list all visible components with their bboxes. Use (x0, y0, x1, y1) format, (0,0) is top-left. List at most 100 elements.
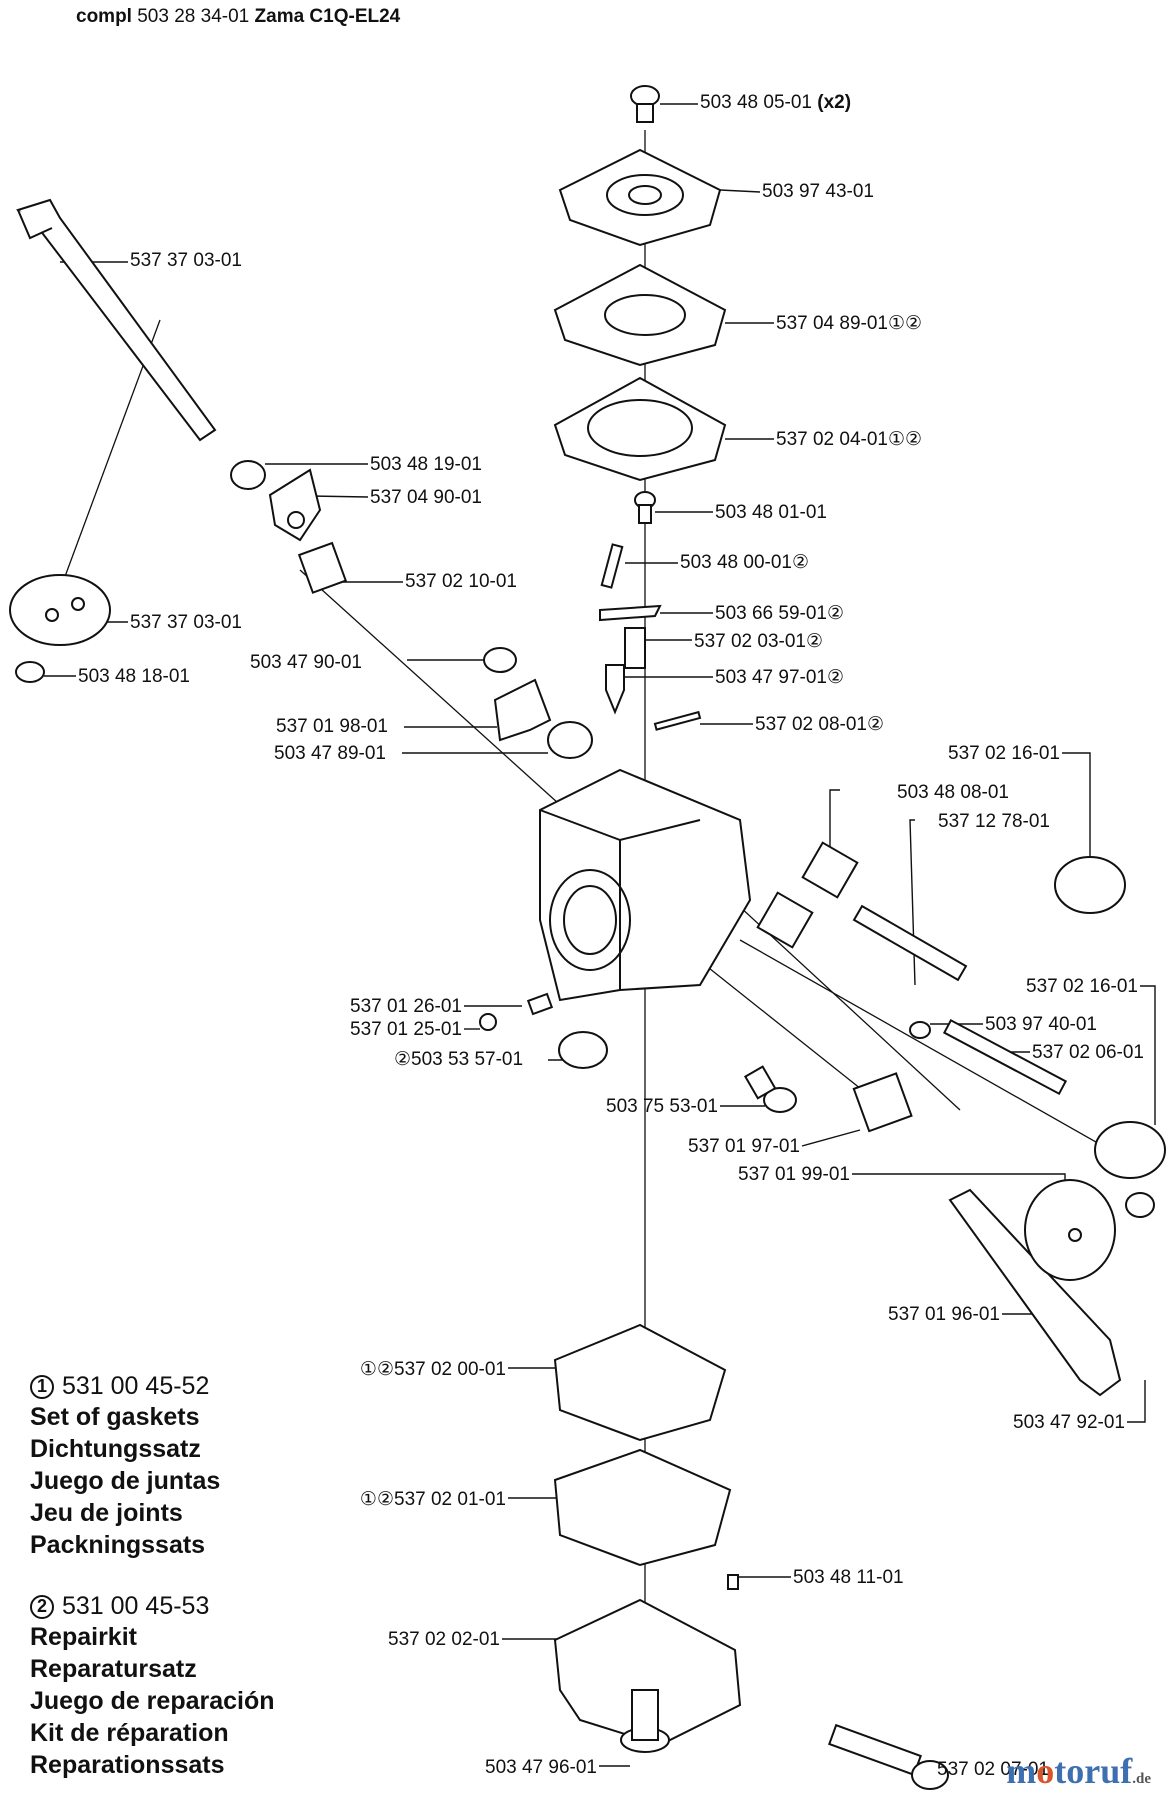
part-number-label: 503 97 40-01 (985, 1014, 1097, 1035)
part-number-label: 503 48 00-01② (680, 552, 809, 573)
part-number: 537 02 08-01 (755, 714, 867, 735)
spring-mid-icon (852, 1072, 913, 1133)
part-number: 537 01 99-01 (738, 1164, 850, 1185)
oring-icon (909, 1021, 931, 1039)
part-number: 537 01 97-01 (688, 1136, 800, 1157)
part-number: 537 01 96-01 (888, 1304, 1000, 1325)
leader-line (719, 189, 761, 193)
part-number-label: 537 02 04-01①② (776, 429, 922, 450)
part-number-label: 537 01 97-01 (688, 1136, 800, 1157)
part-number-label: 537 37 03-01 (130, 250, 242, 271)
cover-lower-icon (553, 1574, 742, 1747)
leader-line (801, 1129, 861, 1147)
part-number: 537 37 03-01 (130, 612, 242, 633)
part-number: 537 37 03-01 (130, 250, 242, 271)
part-number: 503 48 00-01 (680, 552, 792, 573)
part-number: 537 01 25-01 (350, 1019, 462, 1040)
part-number: 537 02 07-01 (937, 1759, 1049, 1780)
cap-icon (483, 647, 517, 673)
filter-screen-icon (558, 1031, 608, 1069)
part-number: 537 04 89-01 (776, 313, 888, 334)
part-number: 537 02 03-01 (694, 631, 806, 652)
legend-kit-1: 1 531 00 45-52 Set of gaskets Dichtungss… (30, 1372, 430, 1561)
part-number-label: 503 47 92-01 (1013, 1412, 1125, 1433)
spring-lower-icon (526, 992, 554, 1016)
leader-line (1062, 752, 1091, 860)
needle-screw-icon (852, 904, 968, 982)
part-number-label: 503 48 01-01 (715, 502, 827, 523)
part-number: 537 02 02-01 (388, 1629, 500, 1650)
leader-lines (44, 103, 1156, 1770)
mixing-spring-icon (801, 841, 859, 899)
kit-marks: ② (827, 667, 844, 688)
part-number: 503 48 11-01 (793, 1567, 904, 1588)
disc-screw-icon (15, 661, 45, 683)
bushing2-icon (547, 721, 593, 759)
screw-mid-icon (743, 1065, 797, 1113)
kit-1-line: Set of gaskets (30, 1403, 200, 1431)
kit-marks: ①② (360, 1359, 394, 1380)
part-number: 503 97 40-01 (985, 1014, 1097, 1035)
part-number-label: 537 02 07-01 (937, 1759, 1049, 1780)
leader-line (309, 495, 369, 498)
diaphragm-icon (553, 263, 727, 367)
kit-2-line: Repairkit (30, 1623, 137, 1651)
kit-2-line: Juego de reparación (30, 1687, 275, 1715)
part-number-label: 537 01 96-01 (888, 1304, 1000, 1325)
part-number-label: 503 48 18-01 (78, 666, 190, 687)
part-number: 537 02 04-01 (776, 429, 888, 450)
part-number-label: 503 47 90-01 (250, 652, 362, 673)
small-screw-icon (634, 491, 656, 524)
part-number-label: 503 47 97-01② (715, 667, 844, 688)
kit-2-line: Kit de réparation (30, 1719, 229, 1747)
part-number-label: 537 37 03-01 (130, 612, 242, 633)
throttle-shaft-icon (16, 198, 217, 442)
part-number-label: 503 75 53-01 (606, 1096, 718, 1117)
kit-2-line: Reparatursatz (30, 1655, 197, 1683)
watermark-text: toruf (1054, 1751, 1133, 1791)
lever-small-icon (599, 604, 662, 622)
part-number-label: 503 48 05-01 (x2) (700, 92, 851, 113)
watermark-logo: motoruf.de (1006, 1751, 1151, 1791)
part-number: 537 02 06-01 (1032, 1042, 1144, 1063)
kit-1-line: Juego de juntas (30, 1467, 221, 1495)
leader-line (1127, 1380, 1146, 1423)
bottom-screw-icon (620, 1689, 670, 1753)
bushing-icon (230, 460, 266, 490)
part-number: 537 02 01-01 (394, 1489, 506, 1510)
part-number-label: 537 01 98-01 (276, 716, 388, 737)
kit-marks: ② (867, 714, 884, 735)
screw-top-icon (630, 85, 660, 123)
part-number-label: 537 02 16-01 (1026, 976, 1138, 997)
kit-marks: ①② (888, 429, 922, 450)
kit-1-mark: 1 (30, 1374, 54, 1399)
needle-icon (605, 664, 625, 715)
part-number: 503 48 05-01 (700, 92, 812, 113)
header-model: Zama C1Q-EL24 (254, 6, 401, 27)
pin-small-icon (653, 710, 702, 731)
quantity-note: (x2) (812, 92, 851, 113)
part-number: 503 47 89-01 (274, 743, 386, 764)
part-number: 503 66 59-01 (715, 603, 827, 624)
part-number: 537 02 16-01 (948, 743, 1060, 764)
header-number: 503 28 34-01 (137, 6, 250, 27)
part-number: 503 47 96-01 (485, 1757, 597, 1778)
cover-plate-icon (558, 148, 722, 247)
part-number-label: 537 04 90-01 (370, 487, 482, 508)
pin-icon (600, 543, 624, 589)
part-number-label: 503 48 11-01 (793, 1567, 904, 1588)
kit-1-line: Dichtungssatz (30, 1435, 201, 1463)
diaphragm-lower-icon (553, 1448, 732, 1567)
part-number-label: 537 02 02-01 (388, 1629, 500, 1650)
kit-marks: ①② (360, 1489, 394, 1510)
part-number-label: 537 02 16-01 (948, 743, 1060, 764)
limiter-cap-2-icon (1094, 1121, 1166, 1179)
part-number-label: 503 48 19-01 (370, 454, 482, 475)
legend-kit-2: 2 531 00 45-53 Repairkit Reparatursatz J… (30, 1592, 430, 1781)
gasket-lower-icon (553, 1323, 727, 1442)
part-number: 503 48 19-01 (370, 454, 482, 475)
leader-line (829, 789, 840, 855)
header-prefix: compl (76, 6, 132, 27)
gasket-icon (553, 376, 727, 482)
part-number-label: ①②537 02 00-01 (360, 1359, 506, 1380)
